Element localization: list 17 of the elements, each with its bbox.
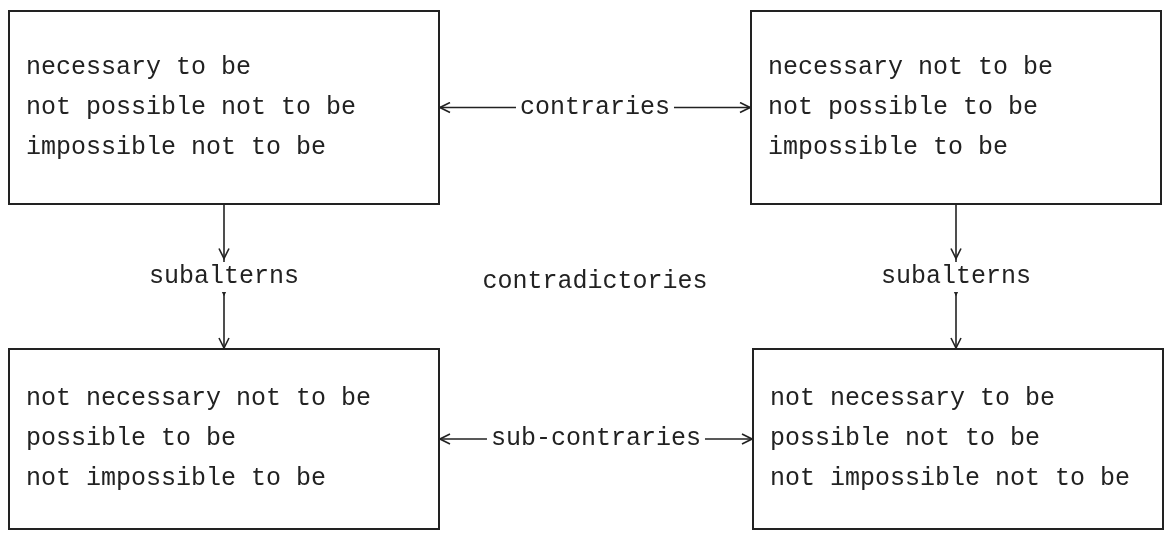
proposition-text: possible to be: [26, 424, 238, 454]
relation-label: contradictories: [482, 267, 708, 297]
proposition-text: not impossible not to be: [770, 464, 1132, 494]
proposition-text: not impossible to be: [26, 464, 328, 494]
proposition-text: impossible not to be: [26, 132, 328, 163]
proposition-text: necessary not to be: [768, 52, 1055, 83]
proposition-box: [752, 348, 1164, 530]
proposition-text: impossible to be: [768, 132, 1010, 163]
proposition-box: [8, 10, 440, 205]
proposition-text: possible not to be: [770, 424, 1042, 454]
proposition-box: [750, 10, 1162, 205]
proposition-text: necessary to be: [26, 52, 253, 83]
proposition-text: not possible to be: [768, 92, 1040, 123]
proposition-text: not necessary not to be: [26, 384, 373, 414]
proposition-text: not possible not to be: [26, 92, 358, 123]
proposition-text: not necessary to be: [770, 384, 1057, 414]
proposition-box: [8, 348, 440, 530]
